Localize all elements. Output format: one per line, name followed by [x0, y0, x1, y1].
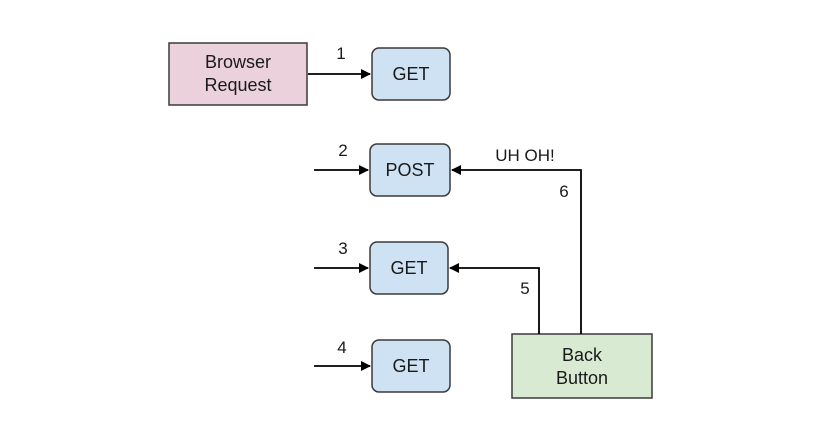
get-node-3: GET [369, 241, 449, 295]
uh-oh-annotation: UH OH! [495, 146, 555, 165]
post-label: POST [385, 160, 434, 180]
back-button-label-line2: Button [556, 368, 608, 388]
post-box [369, 143, 451, 197]
browser-request-box [168, 42, 308, 106]
edge-1-label: 1 [336, 44, 345, 63]
edge-2-label: 2 [338, 141, 347, 160]
browser-request-label-line1: Browser [205, 52, 271, 72]
get-label-4: GET [392, 356, 429, 376]
back-button-node: Back Button [511, 333, 653, 399]
edge-4-label: 4 [337, 338, 346, 357]
get-box-4 [371, 339, 451, 393]
get-node-1: GET [371, 47, 451, 101]
edge-5-label: 5 [520, 279, 529, 298]
get-label-1: GET [392, 64, 429, 84]
back-button-box [511, 333, 653, 399]
edge-5-arrow [449, 263, 540, 334]
edge-3-label: 3 [338, 239, 347, 258]
browser-request-node: Browser Request [168, 42, 308, 106]
post-node: POST [369, 143, 451, 197]
get-box-1 [371, 47, 451, 101]
edge-6-arrow [451, 165, 582, 334]
back-button-label-line1: Back [562, 345, 603, 365]
get-box-3 [369, 241, 449, 295]
edge-6-label: 6 [559, 182, 568, 201]
browser-request-label-line2: Request [204, 75, 271, 95]
get-node-4: GET [371, 339, 451, 393]
get-label-3: GET [390, 258, 427, 278]
